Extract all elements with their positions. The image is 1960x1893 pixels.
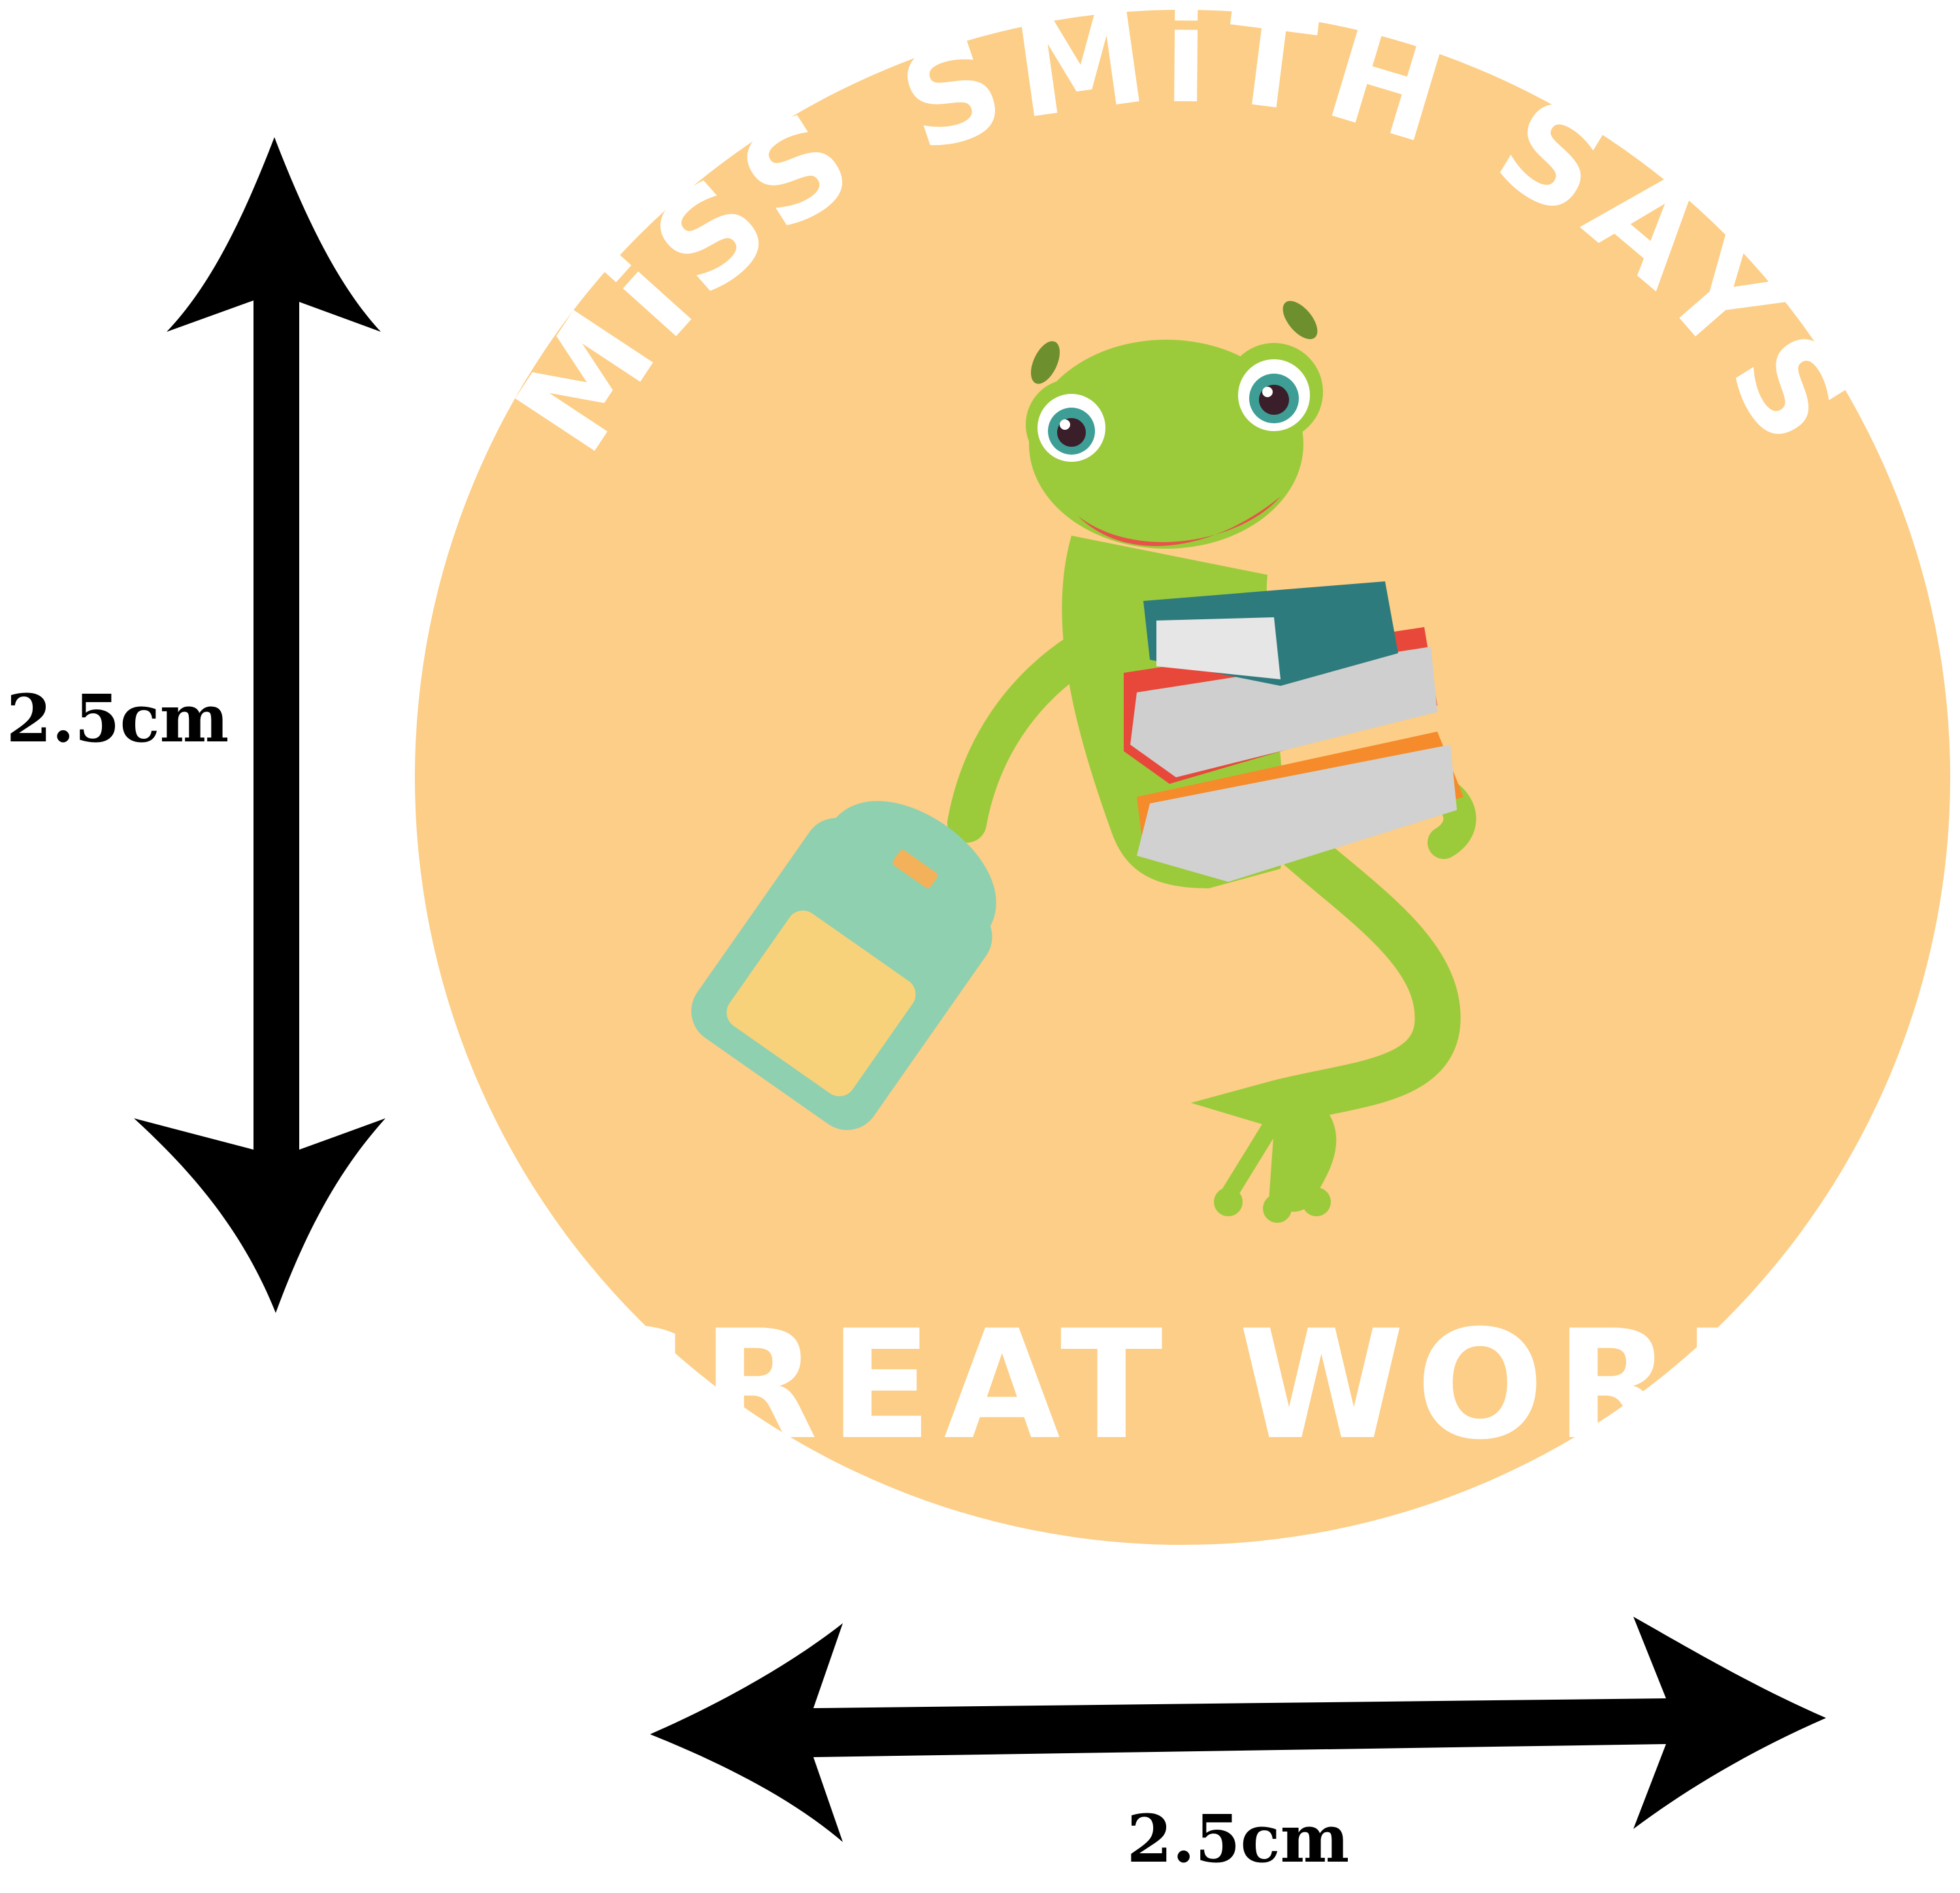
width-label: 2.5cm (1127, 1800, 1350, 1877)
height-label: 2.5cm (7, 680, 229, 757)
width-arrow (650, 1617, 1826, 1842)
backpack (691, 801, 996, 1130)
frog-eyes (1026, 343, 1323, 470)
book-stack (1124, 581, 1463, 882)
sticker-bottom-text: GREAT WORK (567, 1299, 1812, 1473)
height-arrow (134, 137, 385, 1313)
